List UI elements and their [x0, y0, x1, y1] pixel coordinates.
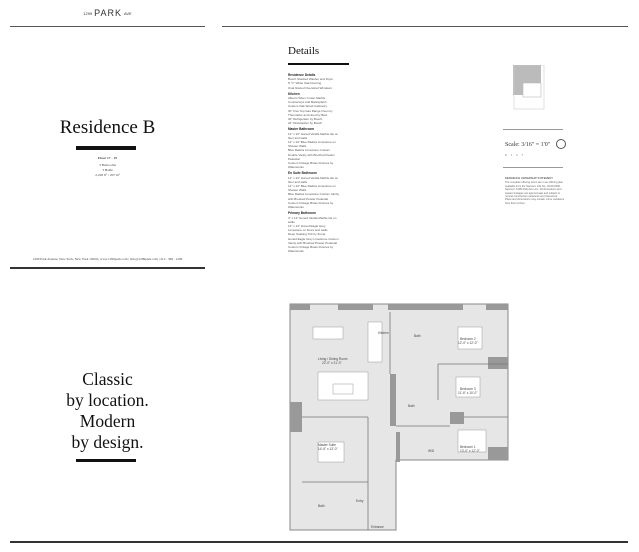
header-rule-right [222, 26, 628, 27]
details-item: 30" Five Top Gas Range Oven by Thermador… [288, 108, 333, 117]
svg-text:11'-6" x 10'-0": 11'-6" x 10'-0" [458, 391, 477, 395]
details-item: 12" x 24" Honed Vanilla Marble tile on f… [288, 131, 339, 140]
details-item: Deep Soaking Tub by Zuma [288, 232, 326, 237]
details-title: Details [288, 45, 320, 57]
divider [503, 167, 563, 168]
details-item: Custom Vintage Brass Fixtures by Waterwo… [288, 161, 334, 170]
baths: 3 Baths [102, 168, 113, 172]
svg-text:Master Suite: Master Suite [318, 443, 336, 447]
svg-text:22'-0" x 21'-0": 22'-0" x 21'-0" [322, 361, 342, 365]
svg-text:Bedroom 3: Bedroom 3 [460, 387, 476, 391]
tagline: Classic by location. Modern by design. [0, 369, 215, 453]
svg-text:14'-6" x 13'-0": 14'-6" x 13'-0" [318, 447, 338, 451]
details-item: Honed Eagle Grey Limestone Custom Vanity… [288, 236, 339, 245]
details-item: 24" Dishwasher by Bosch [288, 121, 323, 126]
tagline-line: Modern [79, 411, 136, 431]
svg-text:W/D: W/D [428, 449, 435, 453]
svg-text:12'-0" x 12'-0": 12'-0" x 12'-0" [458, 341, 478, 345]
details-item: Custom Oak Wood Cabinetry [288, 104, 327, 109]
contact-footer: 1299 Park Avenue, New York, New York 100… [32, 257, 183, 261]
svg-text:Bath: Bath [318, 504, 325, 508]
details-item: Oval Glazed Oversized Windows [288, 85, 332, 90]
svg-text:Entry: Entry [356, 499, 364, 503]
header-rule [10, 26, 205, 27]
title-underline [76, 146, 136, 150]
details-item: 12" x 24" Honed Vanilla Marble tile on f… [288, 175, 339, 184]
bottom-rule [10, 541, 628, 543]
tagline-underline [76, 459, 136, 462]
scale-label: Scale: 3/16" = 1'0" [505, 142, 551, 148]
floors: Floor 17 - 19 [98, 156, 117, 160]
north-arrow-icon [556, 139, 566, 149]
svg-text:Bedroom 2: Bedroom 2 [460, 337, 476, 341]
details-section-heading: Master Bathroom [288, 127, 315, 132]
details-item: Custom Vintage Brass Fixtures by Waterwo… [288, 200, 334, 210]
details-item: Blue Radica Limestone Custom Double Vani… [288, 148, 335, 161]
details-underline [288, 63, 349, 65]
details-item: Blue Radica Limestone Custom Vanity with… [288, 192, 339, 201]
tagline-line: by design. [71, 432, 144, 452]
details-section-heading: Primary Bathroom [288, 211, 316, 216]
svg-text:Bath: Bath [408, 404, 415, 408]
details-item: Custom Vintage Brass Fixtures by Waterwo… [288, 244, 334, 254]
details-section-heading: En Suite Bathroom [288, 171, 317, 176]
tagline-line: by location. [66, 390, 149, 410]
details-item: 12" x 24" Honed Eagle Grey Limestone on … [288, 223, 328, 233]
residence-title: Residence B [59, 117, 156, 138]
key-plan [513, 65, 545, 110]
svg-text:Kitchen: Kitchen [378, 331, 389, 335]
details-item: 4" x 12" Honed Vanilla Marble tile on wa… [288, 215, 337, 224]
svg-text:Living / Dining Room: Living / Dining Room [318, 357, 348, 361]
svg-text:13'-0" x 12'-0": 13'-0" x 12'-0" [460, 449, 480, 453]
details-item: 12" x 24" Blue Radica Limestone on Showe… [288, 184, 336, 193]
svg-text:Entrance: Entrance [371, 525, 384, 529]
footer-rule [10, 267, 205, 269]
details-item: 30" Refrigerator by Bosch [288, 117, 323, 122]
details-section-heading: Kitchen [288, 91, 300, 96]
tagline-line: Classic [82, 369, 133, 389]
bedrooms: 3 Bedrooms [98, 163, 116, 167]
area: 2,228 ft² / 207 m² [95, 173, 120, 177]
details-item: 5' ½" White Oak Flooring [288, 81, 322, 86]
details-item: Bosch Stacked Washer and Dryer [288, 77, 334, 82]
details-item: 12" x 24" Blue Radica Limestone on Showe… [288, 140, 336, 149]
svg-text:Bedroom 1: Bedroom 1 [460, 445, 476, 449]
details-section-heading: Residence Details [288, 73, 316, 77]
details-item: Alberto Silver Crown Marble Countertops … [288, 96, 327, 105]
svg-text:Bath: Bath [414, 334, 421, 338]
residence-meta: Floor 17 - 19 3 Bedrooms 3 Baths 2,228 f… [0, 156, 215, 178]
divider [503, 129, 563, 130]
scale-bar: 0157 [505, 153, 527, 157]
